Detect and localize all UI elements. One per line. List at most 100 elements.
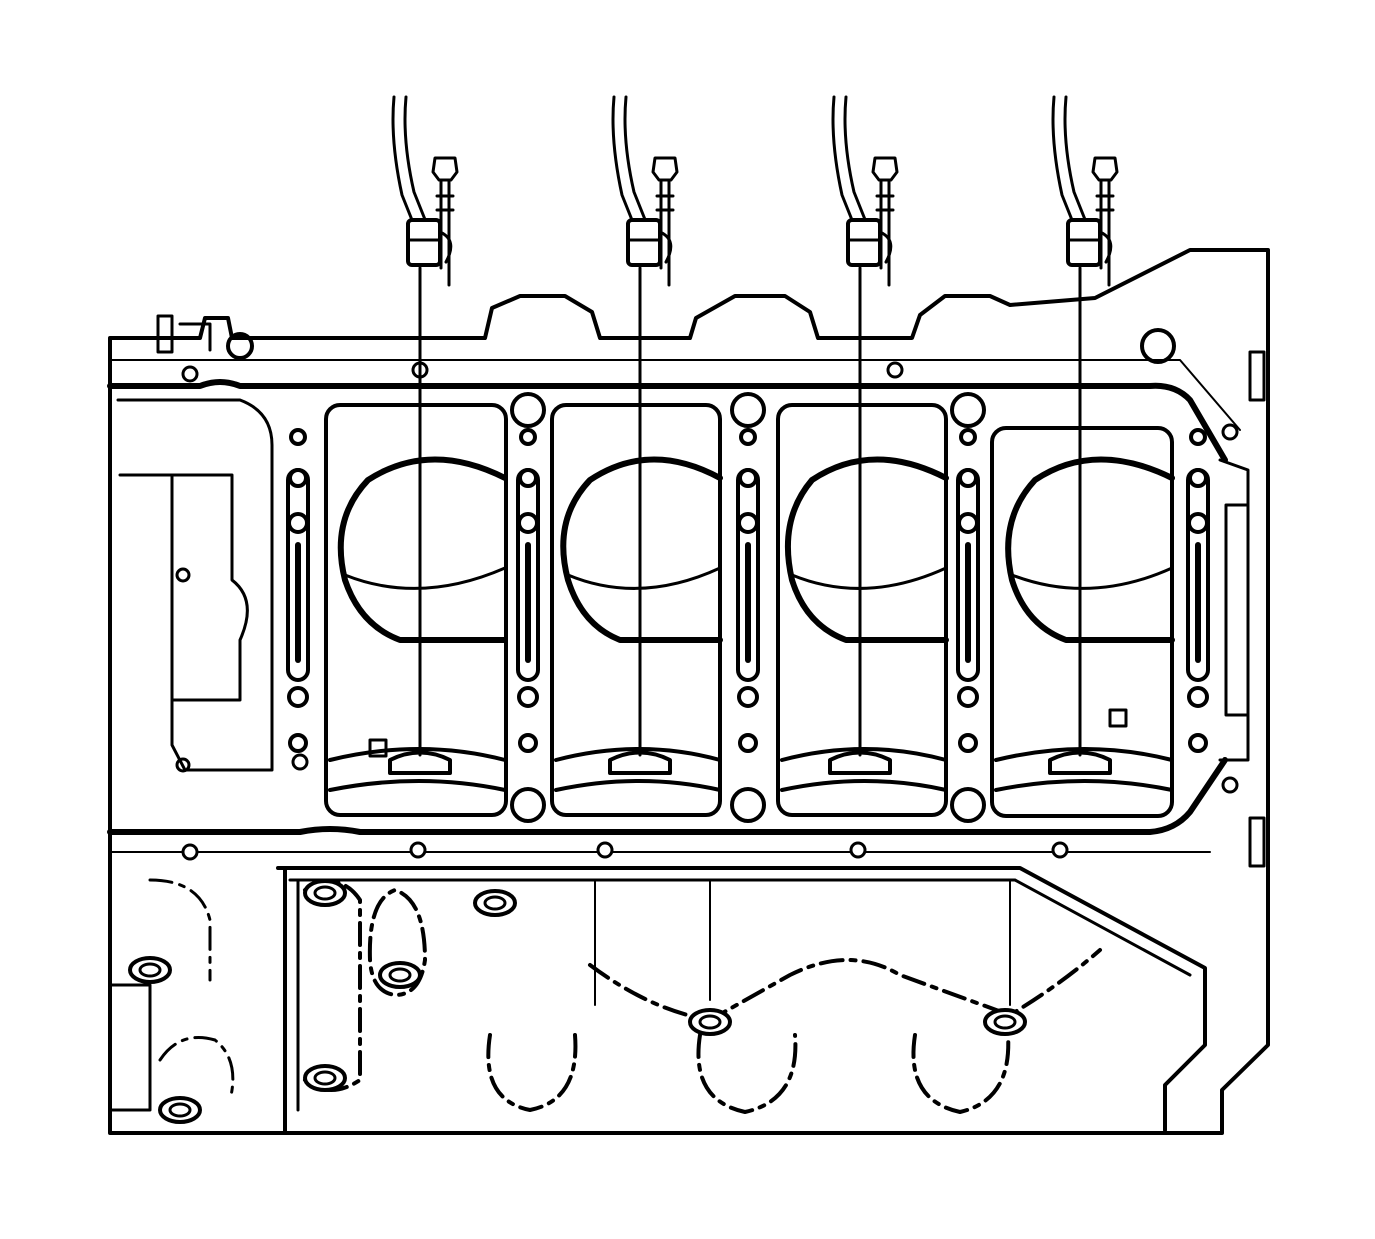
pan-boss <box>128 956 172 984</box>
engine-block <box>107 248 1270 1135</box>
deck-bolt-hole <box>510 787 546 823</box>
left-lower-block <box>108 983 152 1112</box>
small-bolt-hole <box>181 365 199 383</box>
oil-jets <box>388 95 1119 775</box>
right-tab-top <box>1248 350 1266 402</box>
bulkhead-hole <box>518 733 538 753</box>
deck-bolt-hole <box>730 392 766 428</box>
bulkhead-hole <box>1188 733 1208 753</box>
jet-mount-pad <box>388 750 452 775</box>
bulkhead-hole <box>737 512 759 534</box>
pan-boss-bore <box>168 1102 192 1118</box>
top-left-boss-hole <box>226 332 254 360</box>
small-bolt-hole <box>181 843 199 861</box>
oil-jet-3 <box>828 95 899 775</box>
left-lower-arc <box>148 878 212 982</box>
bulkhead-hole <box>738 468 758 488</box>
oil-jet-1 <box>388 95 459 775</box>
bulkhead-hole <box>289 428 307 446</box>
jet-mount-pad <box>828 750 892 775</box>
left-plate-hole <box>175 567 191 583</box>
right-tab-bottom <box>1248 816 1266 868</box>
cylinder-4-frame <box>990 426 1174 818</box>
cylinder-3-frame <box>776 403 948 817</box>
top-right-boss-hole <box>1140 328 1176 364</box>
bulkhead-hole <box>517 512 539 534</box>
bulkhead-hole <box>738 733 758 753</box>
bulkhead-1 <box>286 428 310 753</box>
oil-jet-tube <box>611 95 648 227</box>
bulkhead-hole <box>1187 512 1209 534</box>
bulkhead-hole <box>1189 428 1207 446</box>
top-left-boss <box>156 314 212 354</box>
jet-mount-pad <box>1048 750 1112 775</box>
pan-bosses <box>128 879 1027 1124</box>
jet-bolt-shank <box>1095 178 1115 287</box>
jet-bolt-icon <box>651 156 679 182</box>
oil-jet-clip <box>406 218 442 267</box>
crank-journal-3 <box>911 1033 1011 1114</box>
cylinder-1-bore <box>337 456 508 643</box>
bulkhead-2 <box>516 428 540 753</box>
jet-bolt-shank <box>655 178 675 287</box>
bulkhead-3 <box>736 428 760 753</box>
jet-bolt-shank <box>875 178 895 287</box>
pan-rail-inner <box>288 878 1192 977</box>
bulkhead-hole <box>519 428 537 446</box>
bulkhead-hole <box>958 468 978 488</box>
cylinder-1-cap-arc <box>343 566 507 590</box>
pan-boss-bore <box>388 967 412 983</box>
pan-boss <box>473 889 517 917</box>
oil-jet-tube <box>1051 95 1088 227</box>
bulkhead-hole <box>1187 686 1209 708</box>
small-bolt-hole <box>291 753 309 771</box>
main-bearing-web <box>588 948 1102 1022</box>
small-bolt-hole <box>596 841 614 859</box>
pan-boss-bore <box>698 1014 722 1030</box>
deck-bolt-hole <box>950 392 986 428</box>
cylinder-3-cap-arc <box>790 566 948 590</box>
rail-inner-top <box>109 359 1241 431</box>
jet-bolt-icon <box>431 156 459 182</box>
pan-boss-bore <box>313 1070 337 1086</box>
oil-jet-tube <box>391 95 428 227</box>
oil-jet-clip <box>846 218 882 267</box>
small-bolt-hole <box>849 841 867 859</box>
deck-bolt-hole <box>730 787 766 823</box>
cylinder-2-bore <box>560 456 723 643</box>
pan-boss <box>378 961 422 989</box>
bulkhead-hole <box>737 686 759 708</box>
left-inner-plate <box>170 473 249 702</box>
bulkhead-hole <box>959 428 977 446</box>
bulkhead-hole <box>958 733 978 753</box>
jet-bolt-icon <box>1091 156 1119 182</box>
bulkheads <box>286 428 1210 753</box>
bulkhead-hole <box>288 468 308 488</box>
bulkhead-hole <box>517 686 539 708</box>
cylinder-bays <box>324 403 1175 818</box>
bulkhead-hole <box>1188 468 1208 488</box>
oil-jet-2 <box>608 95 679 775</box>
deck-bolt-hole <box>950 787 986 823</box>
cylinder-3-skirt <box>780 747 948 792</box>
oil-jet-4 <box>1048 95 1119 775</box>
crankcase-lower <box>108 866 1207 1135</box>
cylinder-1-window <box>368 738 388 758</box>
left-end-plate <box>116 398 274 772</box>
bulkhead-hole <box>739 428 757 446</box>
cylinder-4-bore <box>1005 456 1175 643</box>
cylinder-3 <box>776 403 949 817</box>
small-bolt-hole <box>1221 423 1239 441</box>
cylinder-1-frame <box>324 403 508 817</box>
pan-boss-bore <box>313 885 337 901</box>
cylinder-2-skirt <box>554 747 722 792</box>
oil-jet-clip <box>1066 218 1102 267</box>
bulkhead-5 <box>1186 428 1210 753</box>
pan-boss <box>303 1064 347 1092</box>
cylinder-4-skirt <box>994 747 1174 792</box>
block-outline <box>108 248 1270 1135</box>
bulkhead-hole <box>518 468 538 488</box>
cylinder-4-cap-arc <box>1010 566 1174 590</box>
bulkhead-hole <box>287 512 309 534</box>
